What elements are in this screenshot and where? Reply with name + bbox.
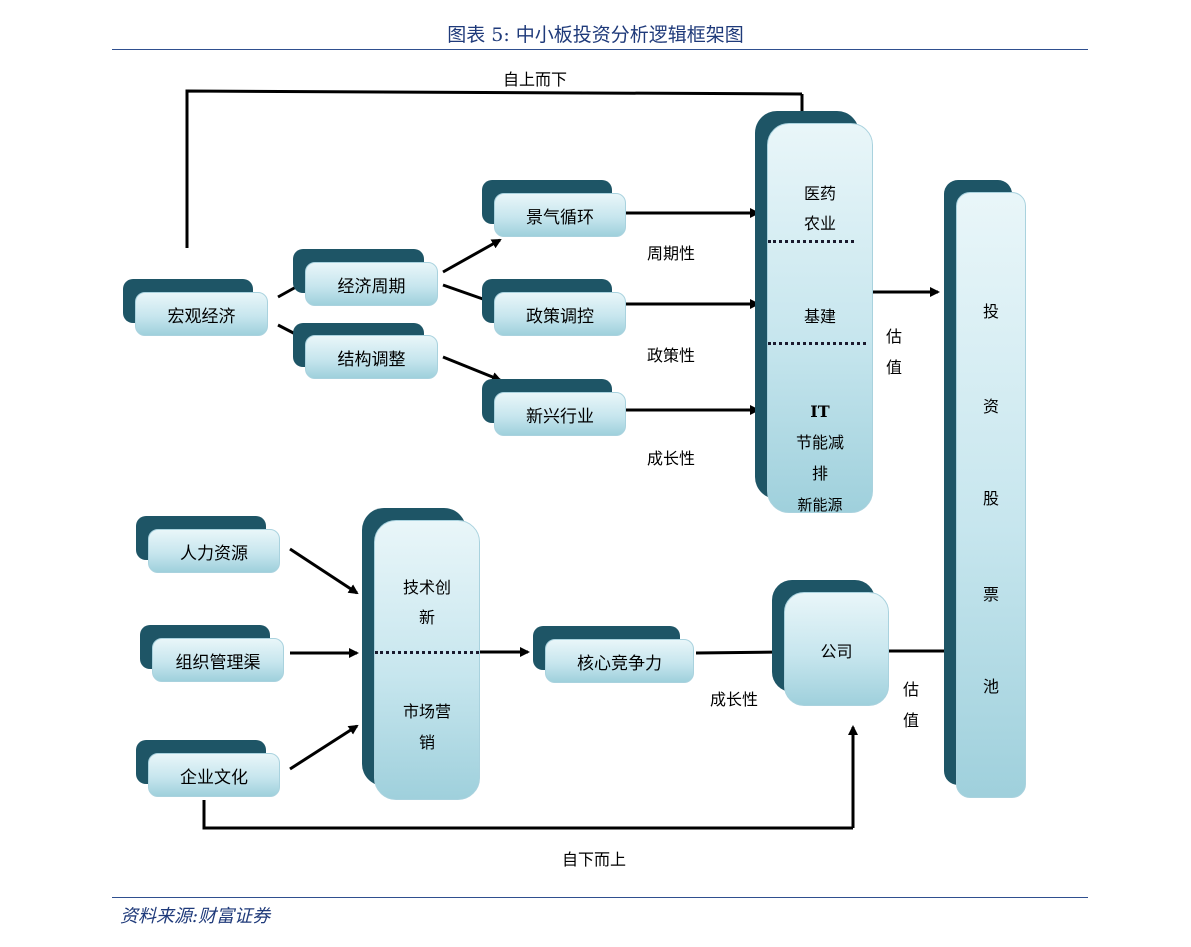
node-company-label: 公司 — [820, 642, 853, 661]
node-human-resources: 人力资源 — [136, 516, 281, 574]
sector-pharma: 医药 — [803, 184, 836, 203]
valuation-bottom-char-2: 值 — [902, 711, 919, 730]
marketing-line2: 销 — [418, 733, 435, 752]
pool-char-3: 股 — [982, 489, 999, 508]
pool-char-5: 池 — [982, 677, 999, 696]
node-boom-label: 景气循环 — [526, 207, 594, 228]
label-policy-nature: 政策性 — [647, 346, 696, 365]
node-company: 公司 — [772, 580, 889, 707]
node-policy-label: 政策调控 — [526, 306, 594, 327]
node-cycle-label: 经济周期 — [337, 276, 406, 297]
node-stock-pool: 投 资 股 票 池 — [944, 180, 1027, 800]
title-rule — [112, 49, 1088, 50]
node-economic-cycle: 经济周期 — [293, 249, 439, 307]
sector-new-energy: 新能源 — [797, 496, 843, 514]
node-structural-adjustment: 结构调整 — [293, 323, 439, 381]
arrow-core-company — [695, 647, 784, 658]
label-top-down: 自上而下 — [503, 70, 568, 89]
sector-emission: 排 — [811, 464, 828, 483]
sector-energy-saving: 节能减 — [795, 433, 844, 452]
arrow-cycle-boom — [442, 238, 502, 274]
label-cyclical: 周期性 — [647, 244, 696, 263]
arrow-hr-tech — [289, 547, 359, 595]
valuation-top-char-2: 值 — [885, 358, 902, 377]
top-down-path — [185, 89, 803, 248]
arrow-culture-tech — [289, 724, 359, 771]
node-boom-cycle: 景气循环 — [482, 180, 627, 238]
pool-char-2: 资 — [982, 397, 999, 416]
tech-innovation-line1: 技术创 — [402, 578, 451, 597]
source-note: 资料来源:财富证券 — [120, 906, 271, 927]
sector-agriculture: 农业 — [803, 214, 836, 233]
node-sector-column: 医药 农业 基建 IT 节能减 排 新能源 — [755, 111, 873, 514]
sector-infrastructure: 基建 — [803, 307, 836, 326]
sector-divider-2 — [768, 342, 866, 345]
valuation-top-char-1: 估 — [885, 327, 902, 346]
tech-divider — [375, 651, 479, 654]
node-macro-label: 宏观经济 — [167, 306, 236, 327]
node-emerging-label: 新兴行业 — [526, 406, 594, 427]
node-org-management: 组织管理渠 — [140, 625, 285, 683]
label-valuation-top: 估 值 — [884, 321, 904, 383]
pool-char-1: 投 — [982, 302, 999, 321]
node-macro-economy: 宏观经济 — [123, 279, 268, 337]
label-growth-bottom: 成长性 — [710, 690, 759, 709]
node-policy-control: 政策调控 — [482, 279, 627, 337]
sector-divider-1 — [768, 240, 854, 243]
tech-innovation-line2: 新 — [418, 608, 435, 627]
node-org-label: 组织管理渠 — [175, 652, 261, 673]
node-emerging-industry: 新兴行业 — [482, 379, 627, 437]
node-hr-label: 人力资源 — [180, 543, 248, 564]
node-culture-label: 企业文化 — [180, 767, 248, 788]
node-core-competency: 核心竞争力 — [533, 626, 695, 684]
label-growth-top: 成长性 — [647, 449, 696, 468]
label-valuation-bottom: 估 值 — [901, 674, 921, 736]
figure-title: 图表 5: 中小板投资分析逻辑框架图 — [447, 24, 744, 46]
valuation-bottom-char-1: 估 — [902, 680, 919, 699]
bottom-up-path — [202, 800, 853, 830]
arrow-structure-emerging — [442, 355, 502, 382]
label-bottom-up: 自下而上 — [562, 850, 627, 869]
node-core-label: 核心竞争力 — [577, 653, 662, 674]
node-tech-market: 技术创 新 市场营 销 — [362, 508, 480, 801]
node-corporate-culture: 企业文化 — [136, 740, 281, 798]
node-structure-label: 结构调整 — [337, 349, 406, 370]
sector-it: IT — [810, 402, 830, 421]
marketing-line1: 市场营 — [402, 702, 451, 721]
pool-char-4: 票 — [982, 585, 999, 604]
footer-rule — [112, 897, 1088, 898]
